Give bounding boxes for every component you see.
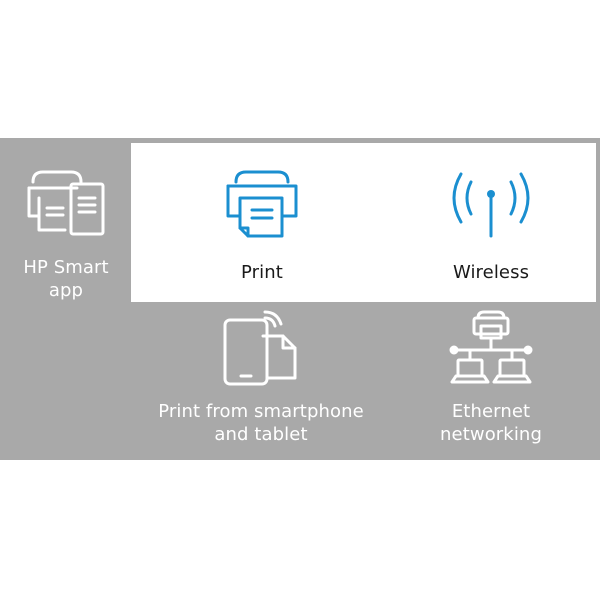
ethernet-network-icon	[449, 310, 533, 384]
feature-label-line1: Ethernet	[451, 401, 531, 422]
feature-print: Print	[200, 168, 324, 284]
feature-label-line2: and tablet	[214, 424, 308, 445]
feature-label-line2: app	[48, 280, 84, 301]
feature-label: Wireless	[452, 262, 530, 283]
tablet-print-icon	[223, 310, 297, 386]
wireless-antenna-icon	[452, 172, 530, 238]
feature-wireless: Wireless	[431, 168, 551, 284]
highlight-panel	[131, 143, 596, 302]
feature-ethernet: Ethernet networking	[421, 310, 561, 446]
printer-and-document-icon	[27, 170, 105, 236]
feature-hp-smart-app: HP Smart app	[8, 168, 124, 302]
printer-icon	[226, 170, 298, 238]
feature-label-line1: HP Smart	[23, 257, 109, 278]
feature-mobile-print: Print from smartphone and tablet	[145, 310, 377, 446]
feature-label: Print	[241, 262, 283, 283]
feature-label-line2: networking	[440, 424, 542, 445]
feature-label-line1: Print from smartphone	[158, 401, 364, 422]
